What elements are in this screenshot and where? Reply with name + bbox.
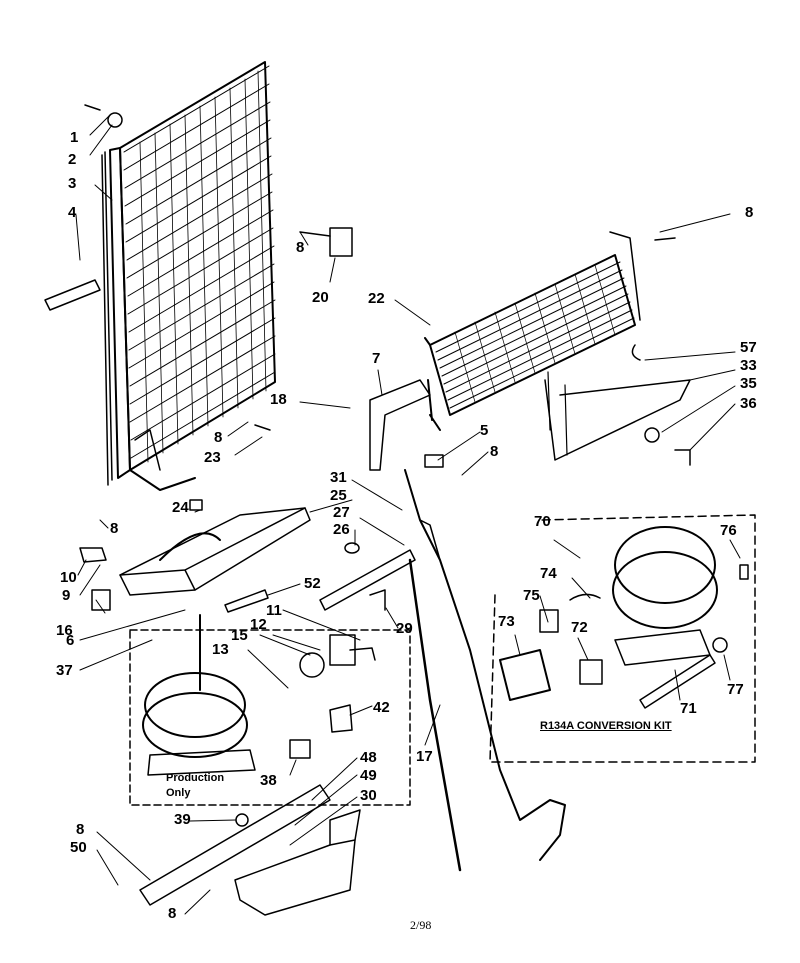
callout-5: 5: [480, 422, 489, 439]
callout-8b: 8: [745, 204, 754, 221]
callout-26: 26: [333, 521, 350, 538]
callout-3: 3: [68, 175, 77, 192]
callout-52: 52: [304, 575, 321, 592]
callout-16: 16: [56, 622, 73, 639]
callout-7: 7: [372, 350, 381, 367]
callout-11: 11: [266, 602, 282, 619]
callout-12: 12: [250, 616, 267, 633]
bracket: [369, 379, 431, 471]
bracket-clip: [329, 704, 353, 733]
callout-71: 71: [680, 700, 697, 717]
callout-8g: 8: [168, 905, 177, 922]
callout-1: 1: [70, 129, 79, 146]
callout-2: 2: [68, 151, 77, 168]
callout-39: 39: [174, 811, 191, 828]
condenser-coil: [101, 61, 276, 491]
callout-24: 24: [172, 499, 189, 516]
callout-8e: 8: [110, 520, 119, 537]
base-rail: [139, 784, 361, 916]
conversion-kit: [489, 514, 756, 763]
callout-18: 18: [270, 391, 287, 408]
capacitor: [289, 739, 311, 759]
mount-bracket: [329, 227, 353, 257]
heater-loop: [544, 379, 691, 461]
callout-72: 72: [571, 619, 588, 636]
callout-22: 22: [368, 290, 385, 307]
callout-57: 57: [740, 339, 757, 356]
callout-9: 9: [62, 587, 71, 604]
callout-8d: 8: [490, 443, 499, 460]
callout-31: 31: [330, 469, 347, 486]
callout-33: 33: [740, 357, 757, 374]
callout-27: 27: [333, 504, 350, 521]
callout-6: 6: [66, 632, 75, 649]
callout-73: 73: [498, 613, 515, 630]
callout-48: 48: [360, 749, 377, 766]
callout-8c: 8: [214, 429, 223, 446]
callout-30: 30: [360, 787, 377, 804]
callout-42: 42: [373, 699, 390, 716]
compressor: [129, 614, 411, 806]
callout-4: 4: [68, 204, 77, 221]
drier-tube: [408, 558, 462, 872]
callout-38: 38: [260, 772, 277, 789]
callout-50: 50: [70, 839, 87, 856]
evaporator-coil: [424, 231, 641, 431]
callout-70: 70: [534, 513, 551, 530]
overload: [299, 652, 325, 678]
drain-pan: [119, 499, 311, 596]
suction-tube: [404, 469, 566, 861]
capillary-tube: [319, 549, 416, 611]
callout-20: 20: [312, 289, 329, 306]
leader-lines: [75, 114, 741, 915]
callout-15: 15: [231, 627, 248, 644]
callout-8a: 8: [296, 239, 305, 256]
callout-10: 10: [60, 569, 77, 586]
callout-35: 35: [740, 375, 757, 392]
callout-13: 13: [212, 641, 229, 658]
cord-clip: [44, 279, 101, 311]
footer-code: 2/98: [410, 918, 432, 932]
callout-29: 29: [396, 620, 413, 637]
callout-36: 36: [740, 395, 757, 412]
callout-49: 49: [360, 767, 377, 784]
callout-17: 17: [416, 748, 433, 765]
callout-77: 77: [727, 681, 744, 698]
callout-37: 37: [56, 662, 73, 679]
production-note-line1: Production: [166, 772, 225, 784]
callout-74: 74: [540, 565, 557, 582]
kit-label: R134A CONVERSION KIT: [540, 720, 672, 732]
drier: [224, 589, 269, 613]
callout-25: 25: [330, 487, 347, 504]
callout-75: 75: [523, 587, 540, 604]
production-note-line2: Only: [166, 787, 191, 799]
callout-23: 23: [204, 449, 221, 466]
callout-8f: 8: [76, 821, 85, 838]
callout-76: 76: [720, 522, 737, 539]
